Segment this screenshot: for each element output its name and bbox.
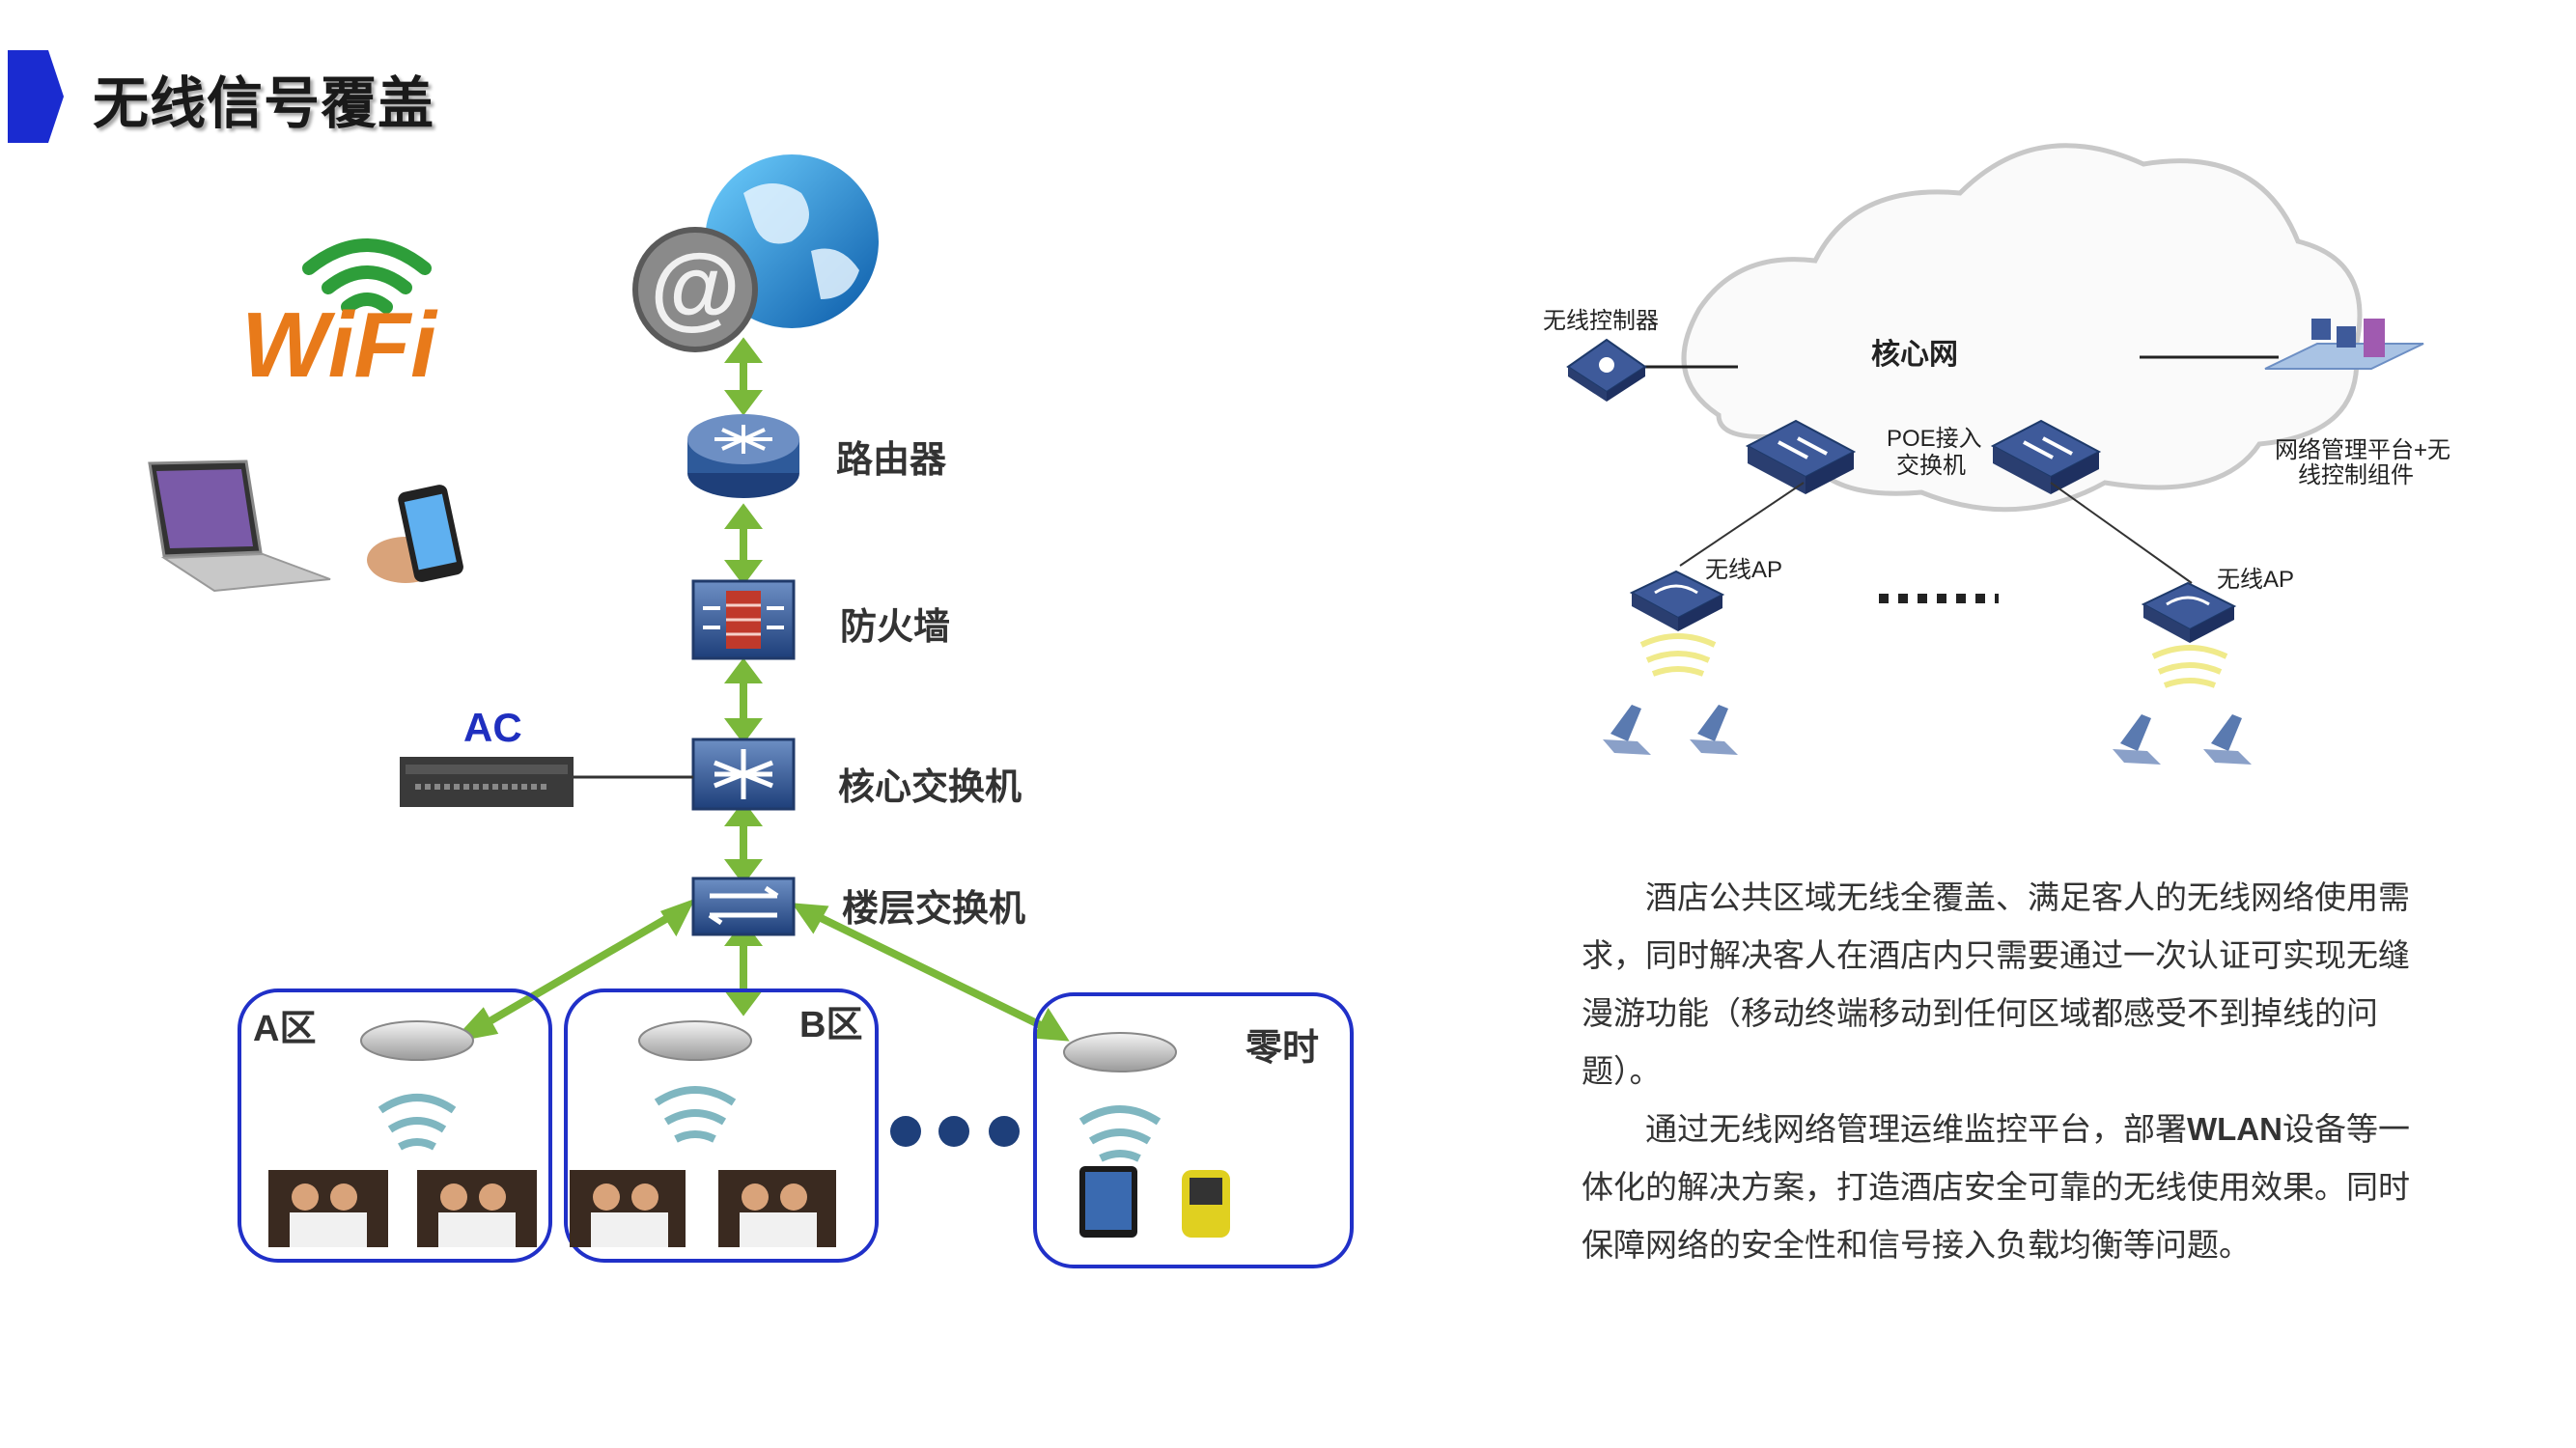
wifi-logo-text: WiFi bbox=[241, 293, 438, 397]
firewall-icon bbox=[691, 579, 796, 660]
access-point-icon bbox=[1063, 1032, 1177, 1162]
wireless-ap-icon bbox=[1629, 570, 1725, 677]
client-laptop-icon bbox=[1690, 705, 1738, 755]
zone-temp-frame bbox=[1033, 992, 1354, 1268]
floor-switch-label: 楼层交换机 bbox=[842, 889, 1026, 930]
tablet-icon bbox=[1079, 1166, 1137, 1238]
zone-temp-label: 零时 bbox=[1246, 1028, 1320, 1069]
management-platform-icon bbox=[2264, 319, 2424, 370]
controller-label: 无线控制器 bbox=[1543, 308, 1659, 334]
feature-phone-icon bbox=[1182, 1170, 1230, 1238]
wifi-logo-icon: WiFi bbox=[241, 238, 438, 397]
para2-wlan: WLAN bbox=[2187, 1111, 2282, 1147]
ac-label: AC bbox=[463, 705, 522, 750]
ap-right-label: 无线AP bbox=[2217, 567, 2295, 593]
ap-link-left bbox=[1679, 482, 1805, 567]
laptop-icon bbox=[148, 459, 331, 593]
user-photo-icon bbox=[570, 1170, 686, 1247]
zone-b-label: B区 bbox=[799, 1005, 863, 1045]
poe-label-1: POE接入 bbox=[1887, 426, 1982, 452]
poe-switch-icon bbox=[1745, 419, 1857, 494]
firewall-label: 防火墙 bbox=[840, 607, 951, 648]
description-block: 酒店公共区域无线全覆盖、满足客人的无线网络使用需求，同时解决客人在酒店内只需要通… bbox=[1582, 869, 2412, 1274]
core-network-cloud-icon bbox=[1681, 143, 2363, 513]
client-laptop-icon bbox=[1603, 705, 1651, 755]
ap-left-label: 无线AP bbox=[1705, 557, 1783, 583]
wireless-ap-icon bbox=[2141, 581, 2237, 688]
description-para-1: 酒店公共区域无线全覆盖、满足客人的无线网络使用需求，同时解决客人在酒店内只需要通… bbox=[1582, 879, 2410, 1089]
title-arrow-marker bbox=[8, 50, 64, 143]
access-point-icon bbox=[638, 1020, 752, 1143]
access-controller-icon bbox=[400, 757, 574, 807]
router-icon bbox=[687, 414, 799, 498]
client-laptop-icon bbox=[2113, 714, 2161, 765]
access-point-icon bbox=[360, 1020, 474, 1151]
poe-switch-icon bbox=[1990, 419, 2102, 494]
user-photo-icon bbox=[718, 1170, 836, 1247]
floor-switch-icon bbox=[691, 877, 796, 936]
para2-text-a: 通过无线网络管理运维监控平台，部署 bbox=[1645, 1111, 2187, 1147]
internet-globe-icon: @ bbox=[632, 154, 879, 352]
more-zones-dots bbox=[890, 1116, 1020, 1147]
mgmt-label-1: 网络管理平台+无 bbox=[2275, 437, 2451, 463]
core-switch-label: 核心交换机 bbox=[838, 767, 1022, 808]
poe-label-2: 交换机 bbox=[1896, 453, 1966, 479]
zone-b-frame bbox=[564, 989, 879, 1263]
zone-a-frame bbox=[238, 989, 552, 1263]
user-photo-icon bbox=[417, 1170, 537, 1247]
link-arrows bbox=[450, 337, 1070, 1044]
page-title: 无线信号覆盖 bbox=[93, 72, 435, 135]
client-laptop-icon bbox=[2203, 714, 2252, 765]
para2-text-b: 设备等一体化的解决方案，打造酒店安全可靠的无线使用效果。同时保障网络的安全性和信… bbox=[1582, 1111, 2410, 1263]
description-para-2: 通过无线网络管理运维监控平台，部署WLAN设备等一体化的解决方案，打造酒店安全可… bbox=[1582, 1100, 2412, 1274]
smartphone-icon bbox=[367, 485, 463, 583]
svg-text:@: @ bbox=[650, 236, 741, 339]
core-switch-icon bbox=[691, 738, 796, 811]
zone-a-label: A区 bbox=[253, 1009, 317, 1049]
mgmt-label-2: 线控制组件 bbox=[2298, 462, 2414, 488]
router-label: 路由器 bbox=[836, 440, 947, 481]
user-photo-icon bbox=[268, 1170, 388, 1247]
ap-link-right bbox=[2050, 482, 2193, 584]
cloud-label: 核心网 bbox=[1871, 339, 1958, 371]
wireless-controller-icon bbox=[1566, 338, 1647, 402]
